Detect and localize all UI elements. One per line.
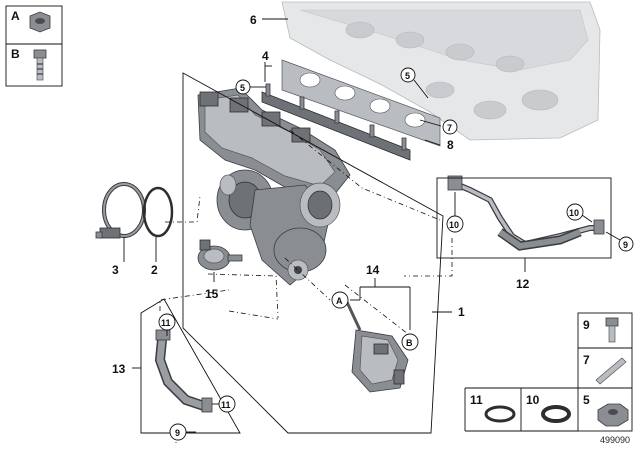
oil-feed-line bbox=[447, 175, 605, 251]
legend-left: A B bbox=[5, 5, 63, 87]
turbocharger-assembly bbox=[197, 87, 351, 286]
v-band-clamp bbox=[95, 182, 146, 239]
legend-label-5: 5 bbox=[583, 393, 590, 407]
callout-5-left: 5 bbox=[240, 83, 245, 93]
electric-wastegate-module bbox=[344, 299, 409, 393]
callout-2: 2 bbox=[151, 263, 158, 277]
oil-line-frame bbox=[436, 177, 612, 259]
callout-9-bottom: 9 bbox=[175, 428, 180, 438]
cylinder-head bbox=[262, 1, 601, 141]
callout-5-right: 5 bbox=[405, 71, 410, 81]
oil-return-pipe bbox=[154, 329, 213, 413]
legend-label-7: 7 bbox=[583, 353, 590, 367]
reference-number: 499090 bbox=[600, 435, 630, 445]
dashed-connectors bbox=[159, 129, 453, 446]
callout-15: 15 bbox=[205, 287, 219, 301]
legend-label-9: 9 bbox=[583, 318, 590, 332]
nut-icon bbox=[597, 403, 629, 427]
callout-3: 3 bbox=[112, 263, 119, 277]
flange-nut-icon bbox=[29, 11, 51, 33]
callout-10-right: 10 bbox=[569, 208, 579, 218]
legend-left-frame bbox=[5, 5, 63, 87]
gasket-ring-icon bbox=[541, 405, 571, 423]
exhaust-gasket bbox=[281, 59, 441, 147]
legend-right: 9 7 5 11 10 499090 bbox=[464, 312, 633, 445]
callout-11-bottom: 11 bbox=[221, 400, 231, 410]
callout-a: A bbox=[336, 296, 343, 306]
return-pipe-frame bbox=[140, 298, 241, 434]
callout-10-left: 10 bbox=[449, 220, 459, 230]
legend-right-frame bbox=[577, 312, 633, 432]
stud-strip bbox=[261, 83, 411, 161]
bolt-icon bbox=[33, 49, 47, 81]
leader-lines bbox=[123, 62, 621, 433]
callout-13: 13 bbox=[112, 362, 126, 376]
callout-4: 4 bbox=[262, 49, 269, 63]
actuator bbox=[197, 239, 243, 271]
callout-11-top: 11 bbox=[161, 318, 171, 328]
legend-label-11: 11 bbox=[470, 393, 483, 407]
callout-1: 1 bbox=[458, 305, 465, 319]
legend-label-a: A bbox=[11, 9, 20, 23]
assembly-frame bbox=[182, 72, 444, 434]
callout-b: B bbox=[406, 338, 413, 348]
pin-icon bbox=[595, 357, 627, 385]
callout-12: 12 bbox=[516, 277, 530, 291]
sealing-ring-icon bbox=[484, 405, 516, 423]
legend-label-10: 10 bbox=[526, 393, 540, 407]
o-ring bbox=[142, 186, 174, 238]
callout-8: 8 bbox=[447, 138, 454, 152]
legend-label-b: B bbox=[11, 47, 20, 61]
callout-14: 14 bbox=[366, 263, 380, 277]
frames bbox=[140, 72, 612, 434]
callout-7: 7 bbox=[447, 123, 452, 133]
screw-icon bbox=[605, 317, 619, 343]
callouts: 6 4 8 1 3 2 15 14 12 13 5 5 7 10 10 9 A … bbox=[112, 13, 634, 441]
callout-9-right: 9 bbox=[623, 240, 628, 250]
callout-6: 6 bbox=[250, 13, 257, 27]
